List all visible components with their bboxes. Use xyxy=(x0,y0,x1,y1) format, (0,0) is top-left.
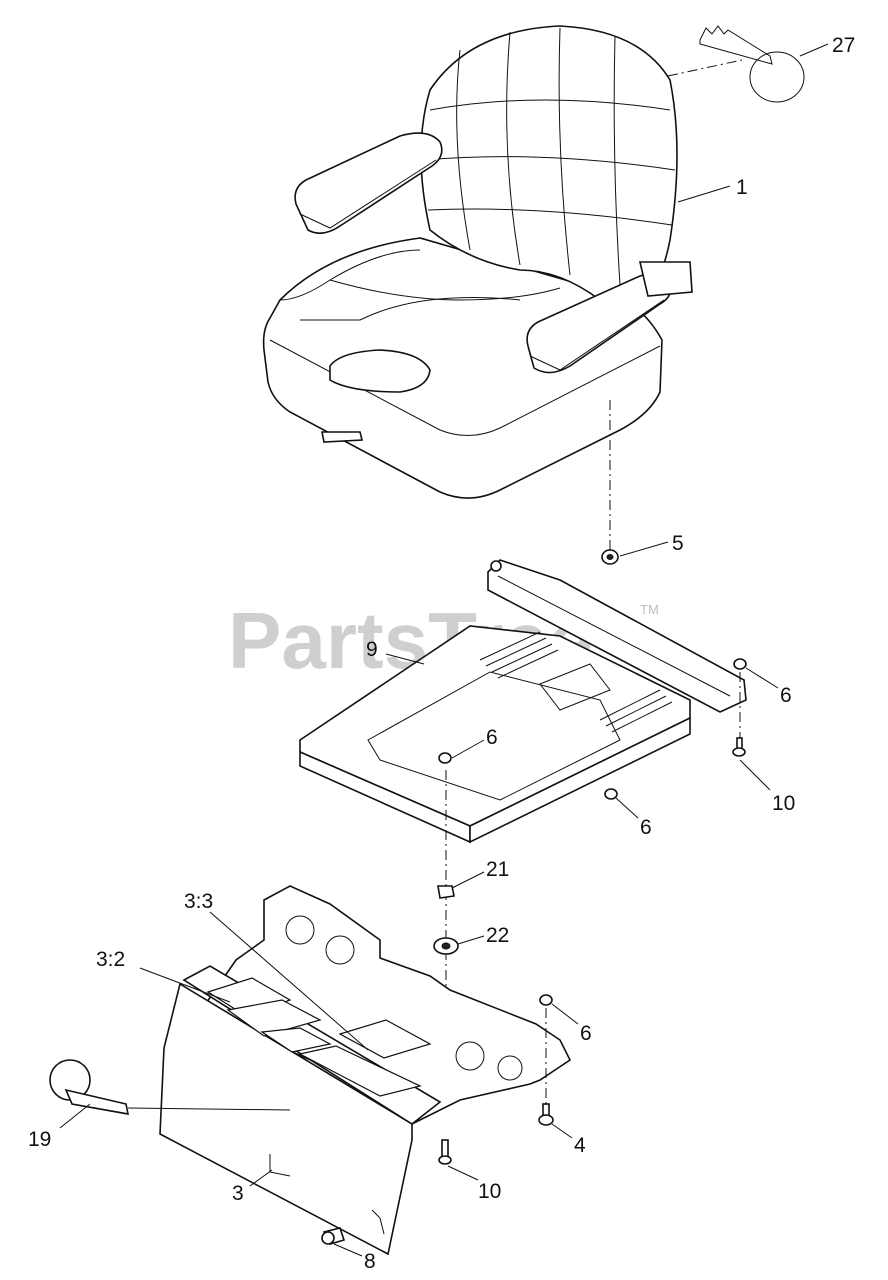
callout-10-a: 10 xyxy=(772,792,795,815)
callout-3-3: 3:3 xyxy=(184,890,213,913)
bolt-part-10-b[interactable] xyxy=(438,1139,452,1165)
seat-part-1[interactable] xyxy=(262,25,693,499)
callout-1: 1 xyxy=(736,176,748,199)
callout-4: 4 xyxy=(574,1134,586,1157)
screw-part-8[interactable] xyxy=(321,1227,346,1245)
bolt-part-4[interactable] xyxy=(538,1103,554,1126)
key-part-27[interactable] xyxy=(667,25,805,103)
callout-3: 3 xyxy=(232,1182,244,1205)
leader-lines xyxy=(59,43,829,1257)
logo-emblem-part-19[interactable] xyxy=(49,1059,130,1115)
callout-3-2: 3:2 xyxy=(96,948,125,971)
washer-part-22[interactable] xyxy=(433,937,459,955)
bushing-part-5[interactable] xyxy=(601,549,619,565)
watermark-trademark: TM xyxy=(640,602,659,617)
nut-part-6-c[interactable] xyxy=(604,788,618,800)
callout-22: 22 xyxy=(486,924,509,947)
callout-6-b: 6 xyxy=(486,726,498,749)
callout-21: 21 xyxy=(486,858,509,881)
callout-9: 9 xyxy=(366,638,378,661)
nut-part-6-d[interactable] xyxy=(539,994,553,1006)
callout-5: 5 xyxy=(672,532,684,555)
callout-6-c: 6 xyxy=(640,816,652,839)
callout-labels: 27 1 5 9 6 6 6 10 21 22 3:3 3:2 6 19 4 1… xyxy=(28,34,855,1273)
seat-plate-part-9[interactable] xyxy=(299,559,747,844)
callout-8: 8 xyxy=(364,1250,376,1273)
base-pan-part-3[interactable] xyxy=(159,682,572,1256)
callout-6-a: 6 xyxy=(780,684,792,707)
nut-part-21[interactable] xyxy=(437,885,455,899)
callout-6-d: 6 xyxy=(580,1022,592,1045)
callout-19: 19 xyxy=(28,1128,51,1151)
callout-10-b: 10 xyxy=(478,1180,501,1203)
bolt-part-10-a[interactable] xyxy=(732,737,746,757)
callout-27: 27 xyxy=(832,34,855,57)
nut-part-6-b[interactable] xyxy=(438,752,452,764)
nut-part-6-a[interactable] xyxy=(733,658,747,670)
